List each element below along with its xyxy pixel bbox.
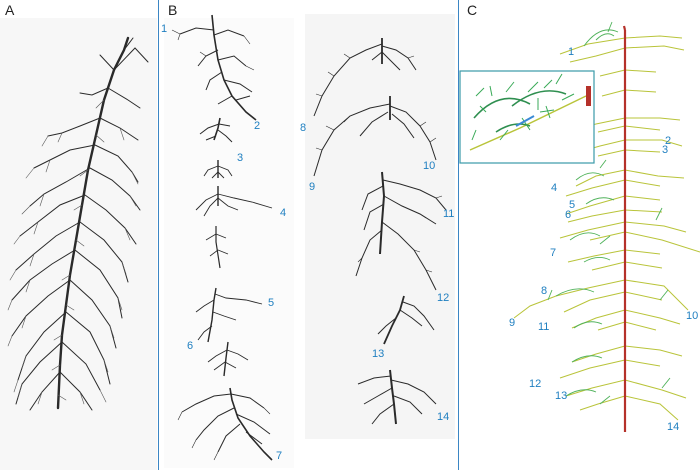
panel-b-photo-bg-left bbox=[164, 18, 294, 468]
panel-label-c: C bbox=[467, 2, 478, 18]
panel-b-number-3: 3 bbox=[237, 152, 244, 164]
panel-c-number-10: 10 bbox=[686, 310, 699, 322]
panel-b-number-5: 5 bbox=[268, 297, 275, 309]
panel-c-number-12: 12 bbox=[529, 378, 542, 390]
panel-b-number-9: 9 bbox=[309, 181, 316, 193]
panel-c-number-3: 3 bbox=[662, 144, 669, 156]
panel-b-root-6 bbox=[195, 287, 263, 343]
panel-a-root bbox=[7, 36, 149, 411]
panel-b-root-4 bbox=[195, 186, 273, 217]
panel-c-number-1: 1 bbox=[568, 46, 575, 58]
panel-c-number-5: 5 bbox=[569, 199, 576, 211]
panel-b-root-10 bbox=[313, 96, 437, 177]
panel-a-photo-bg bbox=[0, 18, 157, 470]
panel-b-number-13: 13 bbox=[372, 348, 385, 360]
panel-b-root-11 bbox=[355, 171, 447, 291]
panel-b-root-12 bbox=[377, 295, 435, 345]
panel-b-number-1: 1 bbox=[161, 23, 168, 35]
panel-c-number-4: 4 bbox=[551, 182, 558, 194]
panel-label-a: A bbox=[5, 2, 15, 18]
panel-b-number-11: 11 bbox=[443, 208, 455, 220]
panel-b-root-8 bbox=[177, 387, 273, 461]
panel-c-number-6: 6 bbox=[565, 209, 572, 221]
divider-b-c bbox=[458, 0, 459, 470]
panel-b-root-9 bbox=[313, 38, 417, 117]
panel-b-number-6: 6 bbox=[187, 340, 194, 352]
panel-c-number-11: 11 bbox=[538, 321, 550, 333]
panel-c-number-14: 14 bbox=[667, 421, 680, 433]
panel-c-number-7: 7 bbox=[550, 247, 557, 259]
panel-b-number-4: 4 bbox=[280, 207, 287, 219]
panel-b-number-2: 2 bbox=[254, 120, 261, 132]
panel-b-root-2 bbox=[199, 117, 233, 143]
panel-c-number-9: 9 bbox=[509, 317, 516, 329]
panel-label-b: B bbox=[168, 2, 178, 18]
panel-c-number-2: 2 bbox=[665, 135, 672, 147]
panel-b-root-5 bbox=[205, 226, 229, 269]
panel-c-number-13: 13 bbox=[555, 390, 568, 402]
panel-b-number-10: 10 bbox=[423, 160, 436, 172]
panel-b-root-13 bbox=[357, 369, 437, 425]
panel-c-number-8: 8 bbox=[541, 285, 548, 297]
panel-b-number-14: 14 bbox=[437, 411, 450, 423]
divider-a-b bbox=[158, 0, 159, 470]
panel-b-root-7 bbox=[207, 341, 249, 377]
panel-b-number-8: 8 bbox=[300, 122, 307, 134]
panel-c-model bbox=[513, 21, 700, 432]
panel-b-number-12: 12 bbox=[437, 292, 450, 304]
panel-b-root-3 bbox=[203, 160, 233, 179]
panel-b-root-1 bbox=[171, 14, 257, 121]
panel-b-photo-bg-right bbox=[305, 14, 455, 439]
panel-c-inset bbox=[459, 70, 595, 164]
panel-b-number-7: 7 bbox=[276, 450, 283, 462]
